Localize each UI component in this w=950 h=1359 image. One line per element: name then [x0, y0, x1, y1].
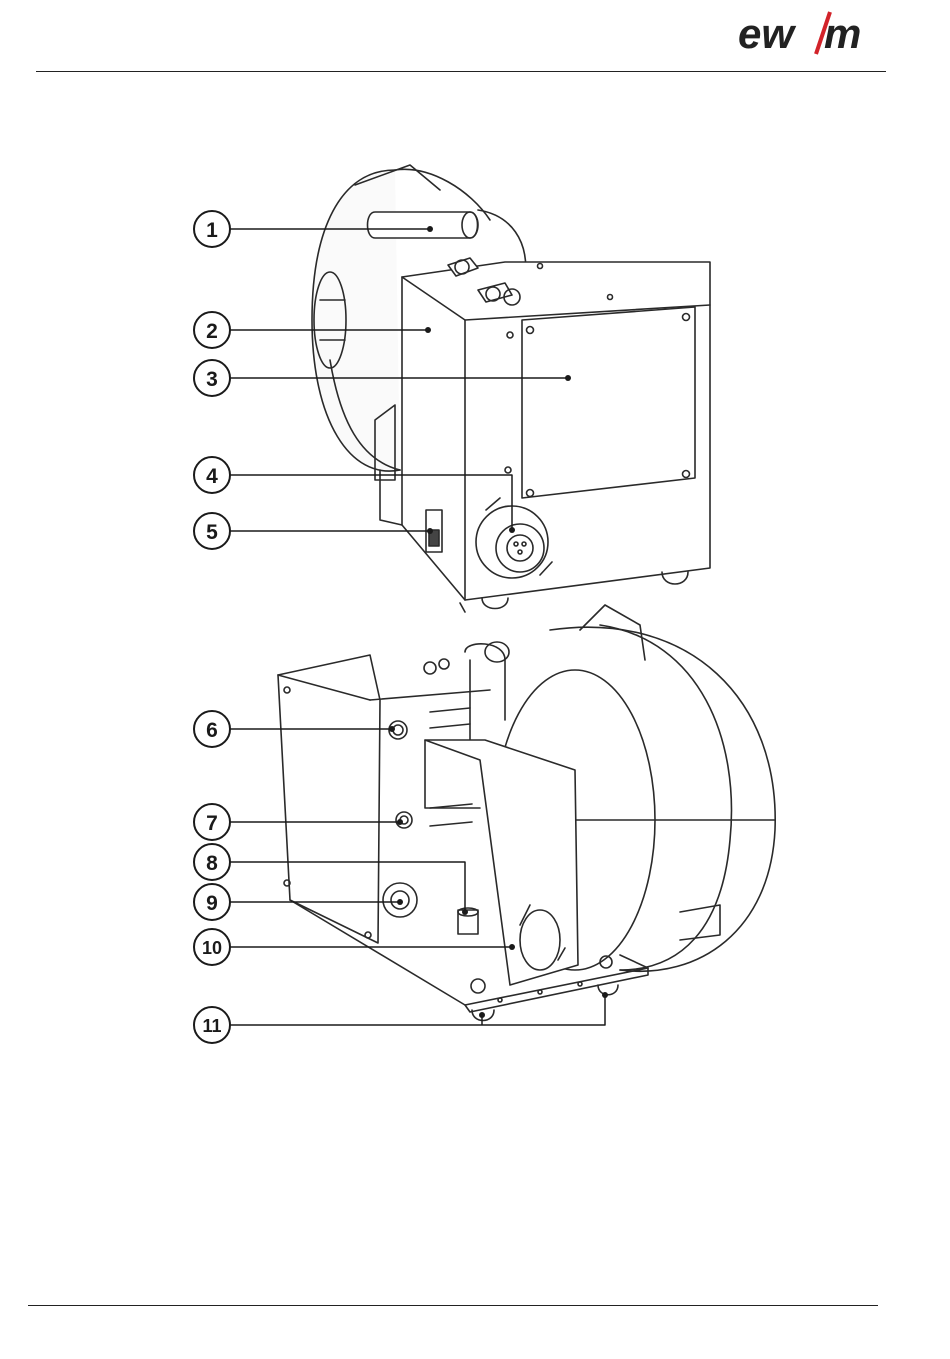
callout-number: 7 — [206, 812, 218, 835]
callout-2: 2 — [194, 312, 230, 348]
callout-6: 6 — [194, 711, 230, 747]
callout-number: 9 — [206, 892, 218, 915]
callout-number: 2 — [206, 320, 218, 343]
callout-9: 9 — [194, 884, 230, 920]
lower-view-drawing — [278, 605, 775, 1021]
callout-number: 5 — [206, 521, 218, 544]
callout-7: 7 — [194, 804, 230, 840]
callout-number: 1 — [206, 219, 218, 242]
callout-4: 4 — [194, 457, 230, 493]
leader-11 — [230, 995, 605, 1025]
callout-number: 8 — [206, 852, 218, 875]
upper-view-drawing — [312, 165, 710, 612]
callout-10: 10 — [194, 929, 230, 965]
callout-1: 1 — [194, 211, 230, 247]
callout-number: 6 — [206, 719, 218, 742]
callout-8: 8 — [194, 844, 230, 880]
callout-number: 10 — [202, 938, 222, 958]
callout-number: 3 — [206, 368, 218, 391]
callout-11: 11 — [194, 1007, 230, 1043]
callout-5: 5 — [194, 513, 230, 549]
callout-number: 11 — [202, 1016, 221, 1036]
callout-number: 4 — [206, 465, 218, 488]
callout-3: 3 — [194, 360, 230, 396]
